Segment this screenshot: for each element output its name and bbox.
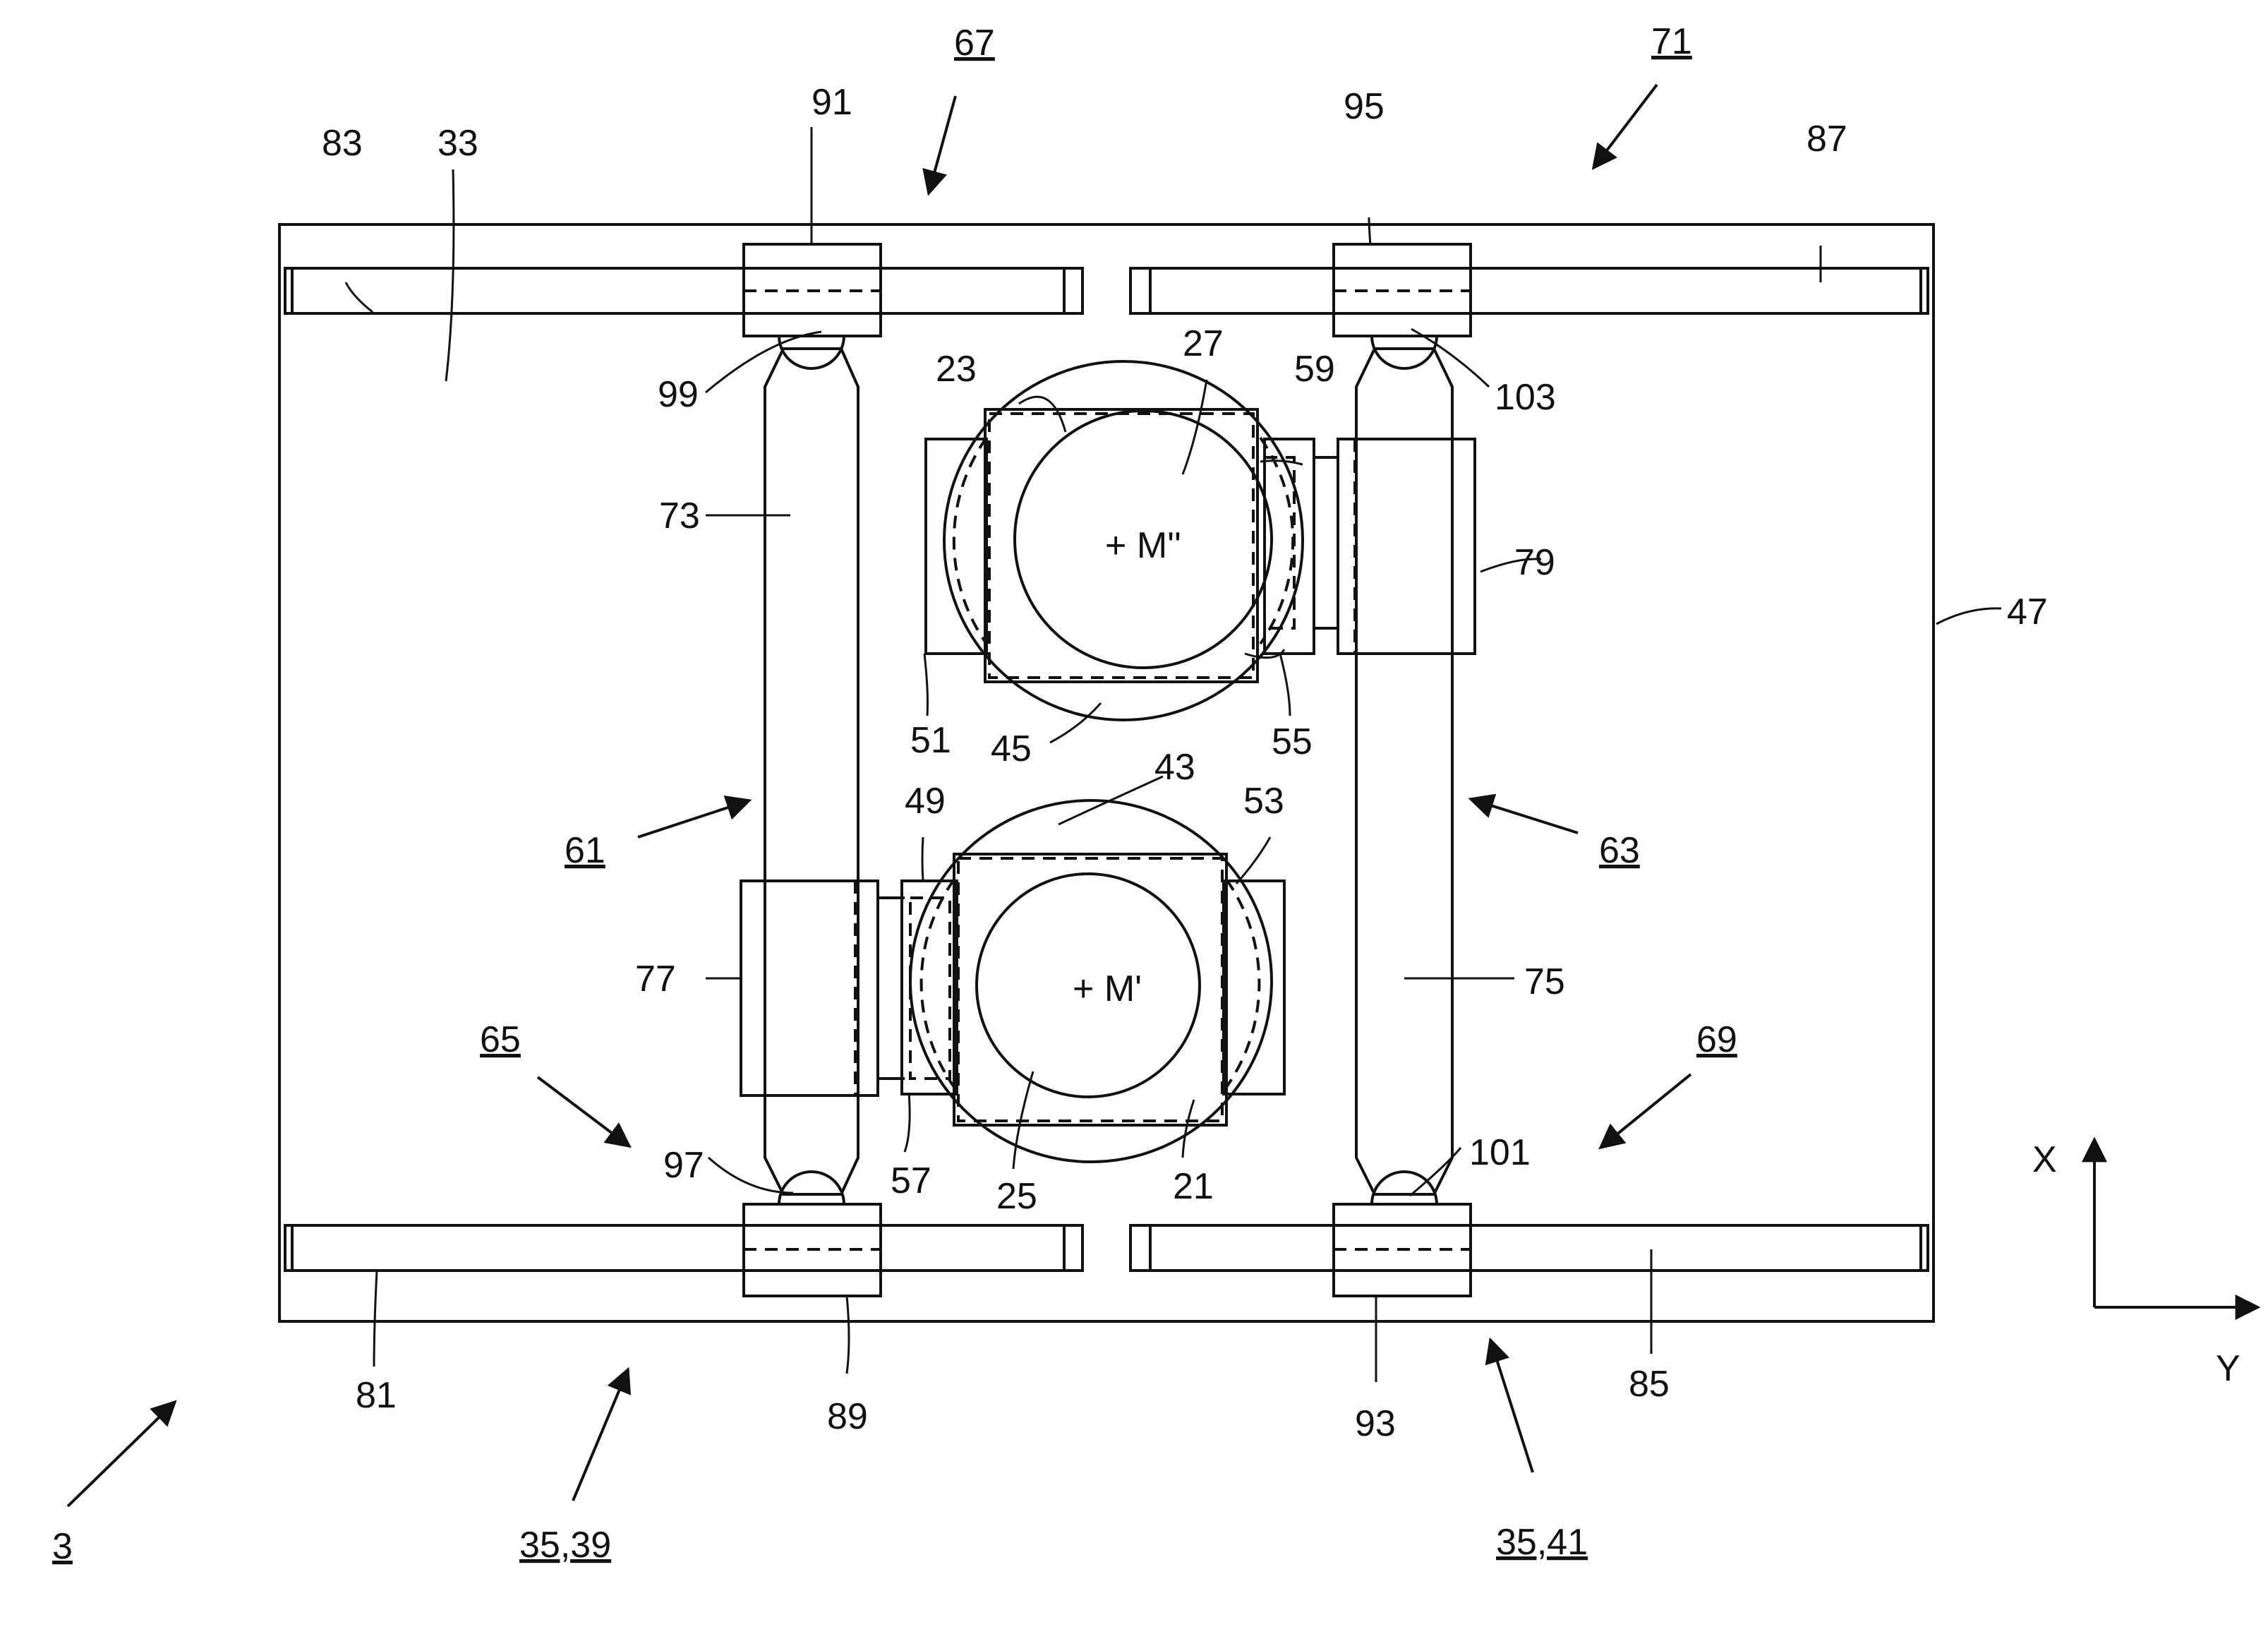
label-81: 81 xyxy=(356,1375,397,1416)
label-99: 99 xyxy=(658,374,699,415)
label-83: 83 xyxy=(322,123,363,164)
label-77: 77 xyxy=(635,959,676,999)
label-47: 47 xyxy=(2007,592,2048,632)
label-69: 69 xyxy=(1696,1019,1737,1060)
outer-frame xyxy=(279,224,1934,1321)
dashed-59 xyxy=(1265,457,1294,628)
label-67: 67 xyxy=(954,23,995,64)
label-71: 71 xyxy=(1651,21,1692,62)
label-93: 93 xyxy=(1355,1403,1396,1444)
joint-103 xyxy=(1372,336,1437,368)
label-61: 61 xyxy=(565,830,605,871)
label-59: 59 xyxy=(1294,349,1335,390)
center-m-double-prime: + M'' xyxy=(1105,525,1181,566)
label-27: 27 xyxy=(1183,323,1224,364)
label-91: 91 xyxy=(812,82,852,123)
rod-75 xyxy=(1356,349,1452,1194)
label-21: 21 xyxy=(1173,1166,1214,1207)
label-25: 25 xyxy=(996,1176,1037,1217)
joint-97 xyxy=(779,1172,844,1204)
label-73: 73 xyxy=(659,496,700,536)
label-89: 89 xyxy=(827,1396,868,1437)
label-97: 97 xyxy=(663,1145,704,1186)
label-63: 63 xyxy=(1599,830,1640,871)
label-43: 43 xyxy=(1154,747,1195,788)
rail-83 xyxy=(285,268,1082,313)
label-65: 65 xyxy=(480,1019,521,1060)
joint-101 xyxy=(1372,1172,1437,1204)
label-45: 45 xyxy=(991,728,1032,769)
rail-87 xyxy=(1130,268,1928,313)
label-57: 57 xyxy=(891,1160,931,1201)
label-55: 55 xyxy=(1272,721,1313,762)
label-103: 103 xyxy=(1495,377,1556,418)
rail-85 xyxy=(1130,1225,1928,1271)
center-m-prime: + M' xyxy=(1073,968,1142,1009)
label-101: 101 xyxy=(1469,1132,1531,1173)
axis-label-x: X xyxy=(2032,1139,2057,1180)
label-3: 3 xyxy=(52,1526,73,1567)
label-35-39: 35,39 xyxy=(519,1525,611,1566)
label-87: 87 xyxy=(1806,119,1847,160)
label-85: 85 xyxy=(1629,1364,1670,1405)
label-33: 33 xyxy=(438,123,478,164)
label-53: 53 xyxy=(1243,781,1284,822)
label-49: 49 xyxy=(905,781,946,822)
label-35-41: 35,41 xyxy=(1496,1522,1588,1563)
bracket-51 xyxy=(926,439,987,654)
rail-81 xyxy=(285,1225,1082,1271)
label-79: 79 xyxy=(1514,542,1555,583)
rod-73 xyxy=(765,349,858,1194)
label-95: 95 xyxy=(1344,86,1385,127)
label-23: 23 xyxy=(936,349,977,390)
label-75: 75 xyxy=(1524,961,1565,1002)
axis-label-y: Y xyxy=(2216,1348,2240,1389)
label-51: 51 xyxy=(910,720,951,761)
slider-79 xyxy=(1338,439,1475,654)
